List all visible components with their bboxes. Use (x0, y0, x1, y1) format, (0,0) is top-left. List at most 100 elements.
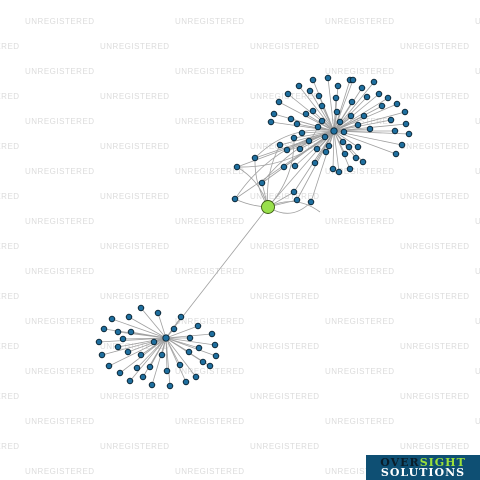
entity-node[interactable] (176, 361, 184, 369)
entity-node[interactable] (296, 145, 304, 153)
entity-node[interactable] (384, 94, 392, 102)
entity-node[interactable] (284, 90, 292, 98)
entity-node[interactable] (163, 367, 171, 375)
entity-node[interactable] (267, 118, 275, 126)
entity-node[interactable] (332, 94, 340, 102)
entity-node[interactable] (98, 351, 106, 359)
entity-node[interactable] (360, 112, 368, 120)
lower-hub-node[interactable] (162, 334, 170, 342)
entity-node[interactable] (137, 351, 145, 359)
entity-node[interactable] (212, 352, 220, 360)
entity-node[interactable] (387, 116, 395, 124)
entity-node[interactable] (158, 351, 166, 359)
entity-node[interactable] (352, 154, 360, 162)
entity-node[interactable] (335, 168, 343, 176)
entity-node[interactable] (309, 107, 317, 115)
entity-node[interactable] (341, 150, 349, 158)
entity-node[interactable] (346, 165, 354, 173)
entity-node[interactable] (391, 127, 399, 135)
entity-node[interactable] (100, 325, 108, 333)
entity-node[interactable] (177, 313, 185, 321)
entity-node[interactable] (354, 121, 362, 129)
entity-node[interactable] (309, 76, 317, 84)
entity-node[interactable] (195, 344, 203, 352)
entity-node[interactable] (154, 309, 162, 317)
entity-node[interactable] (325, 142, 333, 150)
entity-node[interactable] (119, 335, 127, 343)
entity-node[interactable] (370, 78, 378, 86)
entity-node[interactable] (185, 348, 193, 356)
entity-node[interactable] (166, 382, 174, 390)
entity-node[interactable] (95, 338, 103, 346)
entity-node[interactable] (359, 158, 367, 166)
entity-node[interactable] (270, 110, 278, 118)
entity-node[interactable] (137, 304, 145, 312)
entity-node[interactable] (313, 145, 321, 153)
entity-node[interactable] (186, 334, 194, 342)
entity-node[interactable] (116, 369, 124, 377)
entity-node[interactable] (295, 82, 303, 90)
entity-node[interactable] (393, 100, 401, 108)
entity-node[interactable] (127, 328, 135, 336)
entity-node[interactable] (298, 129, 306, 137)
focus-company-node[interactable] (261, 200, 275, 214)
entity-node[interactable] (251, 154, 259, 162)
entity-node[interactable] (146, 363, 154, 371)
entity-node[interactable] (192, 373, 200, 381)
entity-node[interactable] (336, 118, 344, 126)
entity-node[interactable] (375, 90, 383, 98)
entity-node[interactable] (354, 143, 362, 151)
entity-node[interactable] (126, 377, 134, 385)
entity-node[interactable] (105, 362, 113, 370)
entity-node[interactable] (363, 93, 371, 101)
entity-node[interactable] (170, 325, 178, 333)
entity-node[interactable] (340, 128, 348, 136)
entity-node[interactable] (334, 82, 342, 90)
entity-node[interactable] (378, 102, 386, 110)
entity-node[interactable] (306, 87, 314, 95)
entity-node[interactable] (287, 115, 295, 123)
entity-node[interactable] (194, 322, 202, 330)
entity-node[interactable] (293, 196, 301, 204)
entity-node[interactable] (333, 108, 341, 116)
entity-node[interactable] (347, 112, 355, 120)
entity-node[interactable] (231, 195, 239, 203)
entity-node[interactable] (339, 138, 347, 146)
entity-node[interactable] (318, 102, 326, 110)
entity-node[interactable] (314, 123, 322, 131)
entity-node[interactable] (348, 98, 356, 106)
entity-node[interactable] (322, 148, 330, 156)
entity-node[interactable] (392, 150, 400, 158)
entity-node[interactable] (307, 198, 315, 206)
entity-node[interactable] (324, 74, 332, 82)
entity-node[interactable] (349, 76, 357, 84)
entity-node[interactable] (318, 117, 326, 125)
entity-node[interactable] (293, 120, 301, 128)
entity-node[interactable] (291, 162, 299, 170)
entity-node[interactable] (211, 341, 219, 349)
entity-node[interactable] (329, 165, 337, 173)
entity-node[interactable] (302, 110, 310, 118)
entity-node[interactable] (311, 159, 319, 167)
entity-node[interactable] (401, 108, 409, 116)
entity-node[interactable] (133, 364, 141, 372)
entity-node[interactable] (315, 92, 323, 100)
entity-node[interactable] (321, 133, 329, 141)
entity-node[interactable] (199, 358, 207, 366)
entity-node[interactable] (182, 378, 190, 386)
entity-node[interactable] (366, 125, 374, 133)
entity-node[interactable] (290, 134, 298, 142)
entity-node[interactable] (108, 315, 116, 323)
entity-node[interactable] (208, 330, 216, 338)
entity-node[interactable] (275, 98, 283, 106)
entity-node[interactable] (114, 328, 122, 336)
entity-node[interactable] (276, 141, 284, 149)
entity-node[interactable] (290, 188, 298, 196)
entity-node[interactable] (358, 84, 366, 92)
entity-node[interactable] (139, 373, 147, 381)
entity-node[interactable] (125, 313, 133, 321)
entity-node[interactable] (398, 141, 406, 149)
upper-hub-node[interactable] (330, 127, 338, 135)
entity-node[interactable] (258, 179, 266, 187)
entity-node[interactable] (148, 381, 156, 389)
